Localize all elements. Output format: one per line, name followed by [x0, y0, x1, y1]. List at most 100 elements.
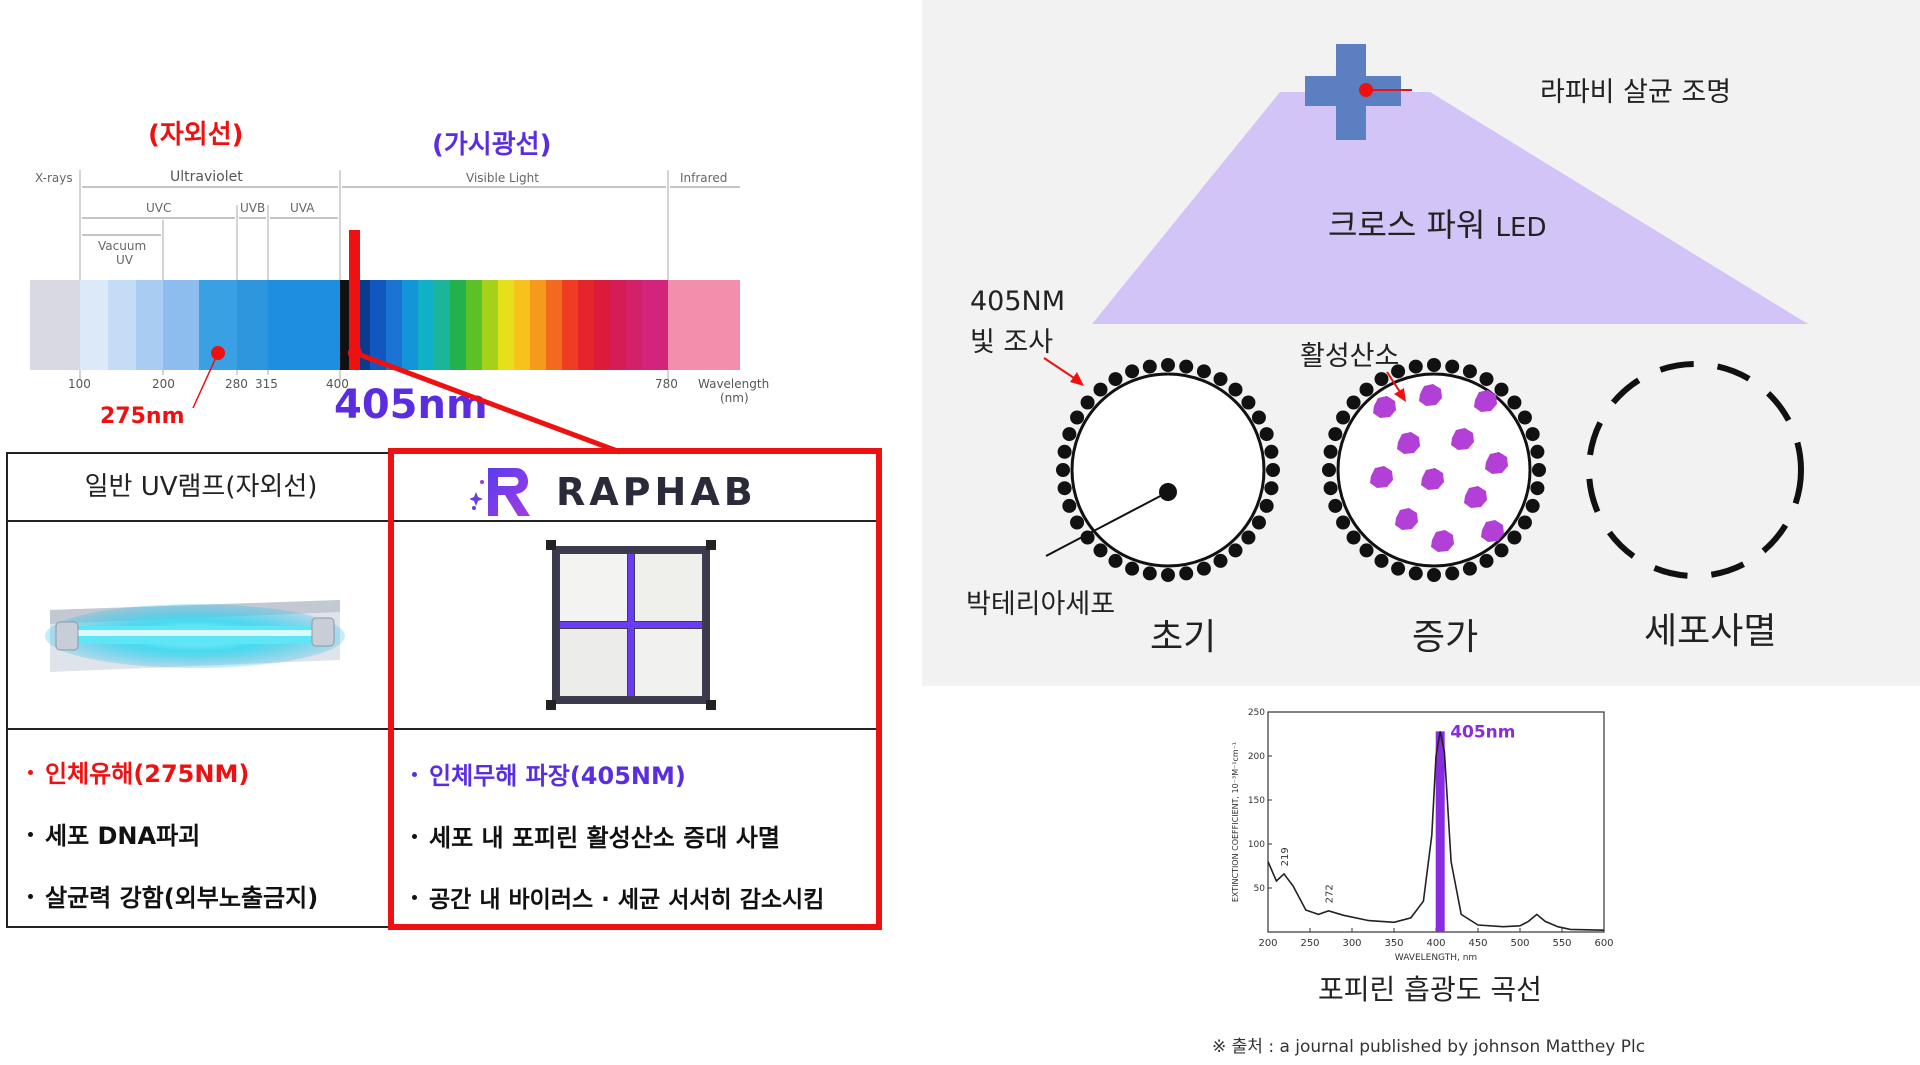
cell-membrane-bump: [1070, 515, 1085, 530]
reactive-oxygen-blob: [1474, 390, 1497, 412]
annotation-219: 219: [1280, 847, 1291, 866]
light-label: 라파비 살균 조명: [1540, 77, 1732, 108]
cell-membrane-bump: [1507, 395, 1522, 410]
cell-membrane-bump: [1427, 358, 1441, 372]
wavelength-unit: (nm): [720, 391, 749, 405]
cell-membrane-bump: [1525, 427, 1540, 442]
cell-membrane-bump: [1196, 364, 1211, 379]
x-tick-label: 600: [1594, 938, 1613, 949]
reactive-oxygen-blob: [1373, 396, 1396, 418]
x-tick-label: 400: [1426, 938, 1445, 949]
vacuum-uv-label-1: Vacuum: [98, 239, 146, 253]
cell-membrane-bump: [1241, 530, 1256, 545]
reactive-oxygen-blob: [1395, 508, 1418, 530]
raphab-bullet-porphyrin: 세포 내 포피린 활성산소 증대 사멸: [412, 818, 780, 853]
cell-membrane-bump: [1161, 568, 1175, 582]
absorption-series-line: [1267, 731, 1605, 931]
cell-membrane-bump: [1479, 372, 1494, 387]
uva-label: UVA: [290, 201, 315, 215]
cell-membrane-bump: [1161, 358, 1175, 372]
irradiation-label-1: 405NM: [970, 286, 1066, 317]
cell-membrane-bump: [1462, 561, 1477, 576]
cell-membrane-bump: [1266, 463, 1280, 477]
led-light-cone: [1092, 92, 1808, 324]
cell-membrane-bump: [1213, 372, 1228, 387]
cell-membrane-bump: [1374, 553, 1389, 568]
cell-membrane-bump: [1408, 566, 1423, 581]
cell-membrane-bump: [1080, 530, 1095, 545]
cell-membrane-bump: [1445, 359, 1460, 374]
bacteria-cell-dead: [1586, 361, 1804, 579]
y-tick-label: 250: [1248, 708, 1265, 718]
cell-membrane-bump: [1328, 427, 1343, 442]
cell-membrane-bump: [1328, 498, 1343, 513]
cell-membrane-bump: [1408, 359, 1423, 374]
cell-membrane-bump: [1346, 530, 1361, 545]
irradiation-arrowhead: [1070, 372, 1084, 386]
reactive-oxygen-blobs: [1370, 384, 1508, 552]
raphab-logo: RAPHAB: [470, 462, 830, 522]
wavelength-label: Wavelength: [698, 377, 769, 391]
cell-membrane-bump: [1196, 561, 1211, 576]
uv-bullet-strong: 살균력 강함(외부노출금지): [28, 878, 318, 913]
stage-initial-label: 초기: [1150, 617, 1217, 658]
cell-membrane-bump: [1336, 515, 1351, 530]
cell-membrane-bump: [1125, 364, 1140, 379]
xrays-label: X-rays: [35, 171, 73, 185]
annotation-272: 272: [1324, 884, 1335, 903]
raphab-bullet-gradual: 공간 내 바이러스 · 세균 서서히 감소시킴: [412, 880, 824, 914]
marker-405-label: 405nm: [334, 382, 488, 428]
y-tick-label: 100: [1248, 840, 1265, 850]
cell-membrane-bump: [1108, 553, 1123, 568]
cell-membrane-bump: [1093, 382, 1108, 397]
tick-100: 100: [68, 377, 91, 391]
x-tick-label: 500: [1510, 938, 1529, 949]
visible-light-label: Visible Light: [466, 171, 539, 185]
cell-membrane-bump: [1322, 463, 1336, 477]
cell-membrane-bump: [1142, 566, 1157, 581]
ultraviolet-label: Ultraviolet: [170, 169, 243, 185]
x-tick-label: 350: [1384, 938, 1403, 949]
y-tick-label: 50: [1254, 884, 1266, 894]
cell-membrane-bump: [1056, 463, 1070, 477]
x-tick-label: 200: [1258, 938, 1277, 949]
reactive-oxygen-blob: [1485, 452, 1508, 474]
table-row-divider-1: [6, 520, 882, 522]
ros-arrowhead: [1394, 388, 1406, 402]
stage-increase-label: 증가: [1412, 617, 1479, 658]
irradiation-label-2: 빛 조사: [970, 327, 1054, 358]
cell-membrane-bump: [1179, 566, 1194, 581]
raphab-logo-text: RAPHAB: [556, 470, 757, 514]
uv-korean-label: (자외선): [148, 120, 244, 150]
tick-200: 200: [152, 377, 175, 391]
visible-korean-label: (가시광선): [432, 130, 552, 160]
table-row-divider-2: [6, 728, 882, 730]
cell-membrane-bump: [1241, 395, 1256, 410]
marker-405-bar: [349, 230, 360, 370]
cell-membrane-bump: [1108, 372, 1123, 387]
cell-membrane-bump: [1479, 553, 1494, 568]
cell-membrane-bump: [1213, 553, 1228, 568]
source-note: ※ 출처 : a journal published by johnson Ma…: [1212, 1037, 1646, 1057]
reactive-oxygen-blob: [1431, 530, 1454, 552]
cell-membrane-bump: [1259, 427, 1274, 442]
ros-label: 활성산소: [1300, 341, 1400, 372]
cell-membrane-bump: [1251, 515, 1266, 530]
cell-membrane-bump: [1062, 498, 1077, 513]
cell-membrane-bump: [1445, 566, 1460, 581]
raphab-led-panel-image: [546, 540, 716, 710]
reactive-oxygen-blob: [1464, 486, 1487, 508]
cell-membrane-bump: [1179, 359, 1194, 374]
cell-membrane-bump: [1525, 498, 1540, 513]
cell-membrane-bump: [1359, 543, 1374, 558]
marker-275-line: [192, 352, 219, 409]
tick-280: 280: [225, 377, 248, 391]
cell-membrane-bump: [1336, 410, 1351, 425]
cell-membrane-bump: [1391, 364, 1406, 379]
cell-membrane-bump: [1264, 444, 1279, 459]
infrared-label: Infrared: [680, 171, 727, 185]
x-tick-label: 300: [1342, 938, 1361, 949]
cell-membrane-bump: [1057, 481, 1072, 496]
cell-membrane-bump: [1427, 568, 1441, 582]
